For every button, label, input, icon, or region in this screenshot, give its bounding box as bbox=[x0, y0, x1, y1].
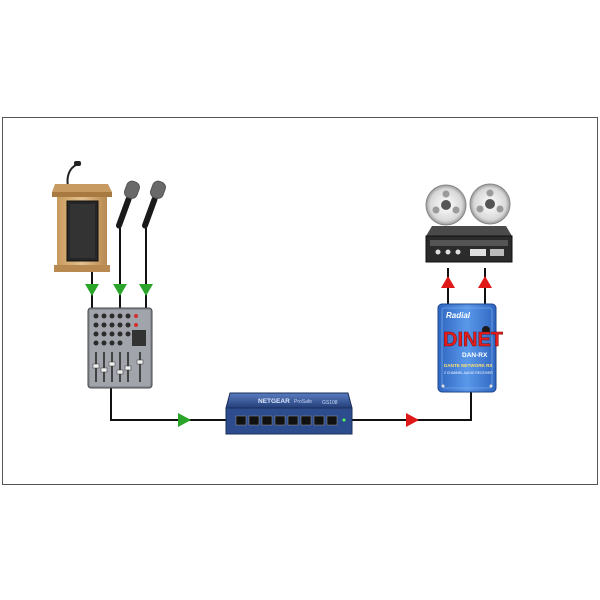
di-brand-label: Radial bbox=[446, 311, 471, 320]
arrow-right-mixer-switch bbox=[178, 413, 191, 427]
di-model-label: DAN-RX bbox=[462, 352, 488, 359]
di-name-label: DINET bbox=[443, 329, 503, 351]
wire-switch-di bbox=[352, 392, 472, 421]
switch-brand-label: NETGEAR bbox=[258, 398, 290, 405]
mixer-icon bbox=[87, 307, 153, 389]
di-tagline-label: 2 CHANNEL AUDIO RECEIVER bbox=[444, 371, 493, 375]
switch-caption-label: ProSafe bbox=[294, 399, 312, 405]
arrow-down-mic2 bbox=[139, 284, 153, 296]
reel-to-reel-icon bbox=[425, 183, 513, 263]
arrow-right-switch-di bbox=[406, 413, 419, 427]
arrow-up-di-1 bbox=[441, 276, 455, 288]
arrow-up-di-2 bbox=[478, 276, 492, 288]
microphone-icon bbox=[141, 180, 166, 229]
arrow-down-podium bbox=[85, 284, 99, 296]
wire-mixer-switch bbox=[110, 388, 226, 421]
arrow-down-mic1 bbox=[113, 284, 127, 296]
arrows bbox=[85, 276, 492, 427]
switch-model-label: GS108 bbox=[322, 400, 338, 406]
podium-icon bbox=[52, 161, 112, 272]
di-box-icon bbox=[437, 303, 497, 393]
network-switch-icon bbox=[225, 392, 353, 435]
microphone-icon bbox=[115, 180, 140, 229]
di-subtitle-label: DANTE NETWORK RX bbox=[444, 363, 493, 368]
